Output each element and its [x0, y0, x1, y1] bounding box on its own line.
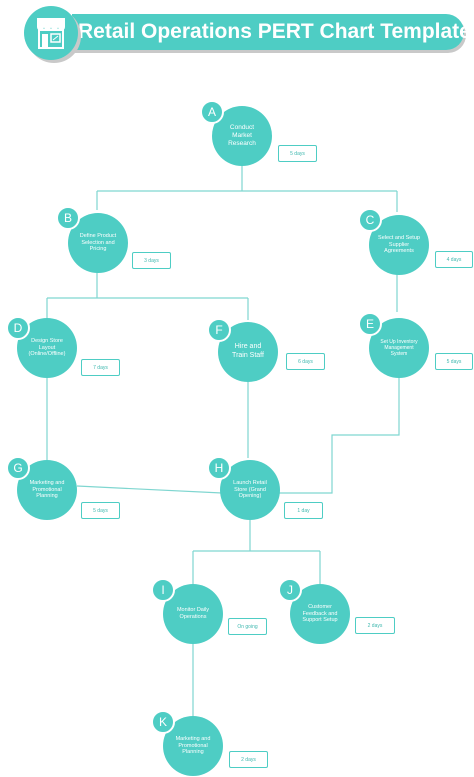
- connector-h-ij: [192, 520, 321, 584]
- task-duration-k: 2 days: [229, 751, 268, 768]
- task-duration-a: 5 days: [278, 145, 317, 162]
- title-bar: [72, 14, 464, 50]
- task-label-j: Customer Feedback and Support Setup: [302, 603, 338, 624]
- task-duration-i: On going: [228, 618, 267, 635]
- page-title: Retail Operations PERT Chart Template: [78, 20, 471, 43]
- task-label-a: Conduct Market Research: [228, 123, 256, 148]
- task-label-g: Marketing and Promotional Planning: [29, 479, 65, 500]
- task-duration-b: 3 days: [132, 252, 171, 269]
- task-badge-j: J: [278, 578, 302, 602]
- task-badge-k: K: [151, 710, 175, 734]
- task-label-b: Define Product Selection and Pricing: [79, 232, 117, 253]
- connector-e-h: [277, 376, 400, 494]
- task-badge-i: I: [151, 578, 175, 602]
- task-duration-g: 5 days: [81, 502, 120, 519]
- task-badge-b: B: [56, 206, 80, 230]
- connector-g-h: [76, 485, 223, 494]
- task-badge-g: G: [6, 456, 30, 480]
- task-label-e: Set Up Inventory Management System: [380, 338, 418, 358]
- task-badge-e: E: [358, 312, 382, 336]
- connector-a-bc: [96, 163, 398, 212]
- connector-b-df: [46, 270, 249, 320]
- storefront-icon: [24, 6, 78, 60]
- task-badge-h: H: [207, 456, 231, 480]
- task-duration-d: 7 days: [81, 359, 120, 376]
- task-duration-f: 6 days: [286, 353, 325, 370]
- task-duration-c: 4 days: [435, 251, 473, 268]
- task-duration-j: 2 days: [355, 617, 395, 634]
- task-label-i: Monitor Daily Operations: [176, 607, 210, 620]
- task-duration-h: 1 day: [284, 502, 323, 519]
- task-badge-d: D: [6, 316, 30, 340]
- task-label-k: Marketing and Promotional Planning: [175, 735, 211, 756]
- task-label-h: Launch Retail Store (Grand Opening): [233, 479, 267, 500]
- task-node-k[interactable]: Marketing and Promotional Planning: [163, 716, 223, 776]
- task-badge-f: F: [207, 318, 231, 342]
- task-badge-a: A: [200, 100, 224, 124]
- task-label-f: Hire and Train Staff: [232, 343, 264, 359]
- task-label-d: Design Store Layout (Online/Offline): [28, 337, 66, 358]
- task-label-c: Select and Setup Supplier Agreements: [378, 234, 420, 255]
- task-badge-c: C: [358, 208, 382, 232]
- task-duration-e: 5 days: [435, 353, 473, 370]
